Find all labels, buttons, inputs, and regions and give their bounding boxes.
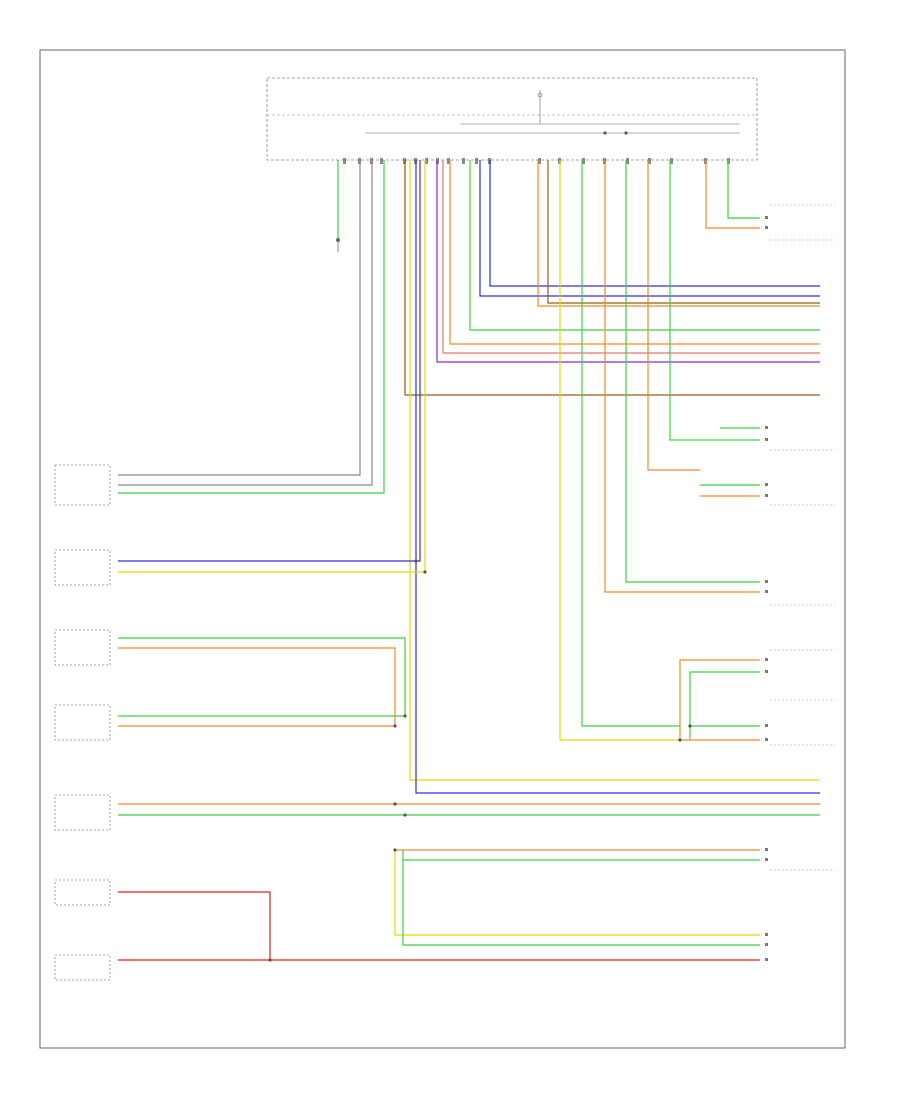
module-pins xyxy=(343,158,730,164)
sensor-wires xyxy=(118,637,820,961)
left-modules xyxy=(54,464,111,981)
gateway-wires xyxy=(394,849,760,946)
junction-dots xyxy=(268,131,692,962)
wire-bundle xyxy=(118,160,820,794)
diagram-frame xyxy=(39,49,846,1049)
central-module-box xyxy=(266,77,758,161)
right-terminals xyxy=(765,216,768,961)
fuse-icon xyxy=(537,92,543,98)
instrument-cluster-wires xyxy=(679,659,760,741)
ground-connection xyxy=(336,160,340,252)
right-stubs xyxy=(700,427,760,497)
right-modules xyxy=(770,204,835,871)
